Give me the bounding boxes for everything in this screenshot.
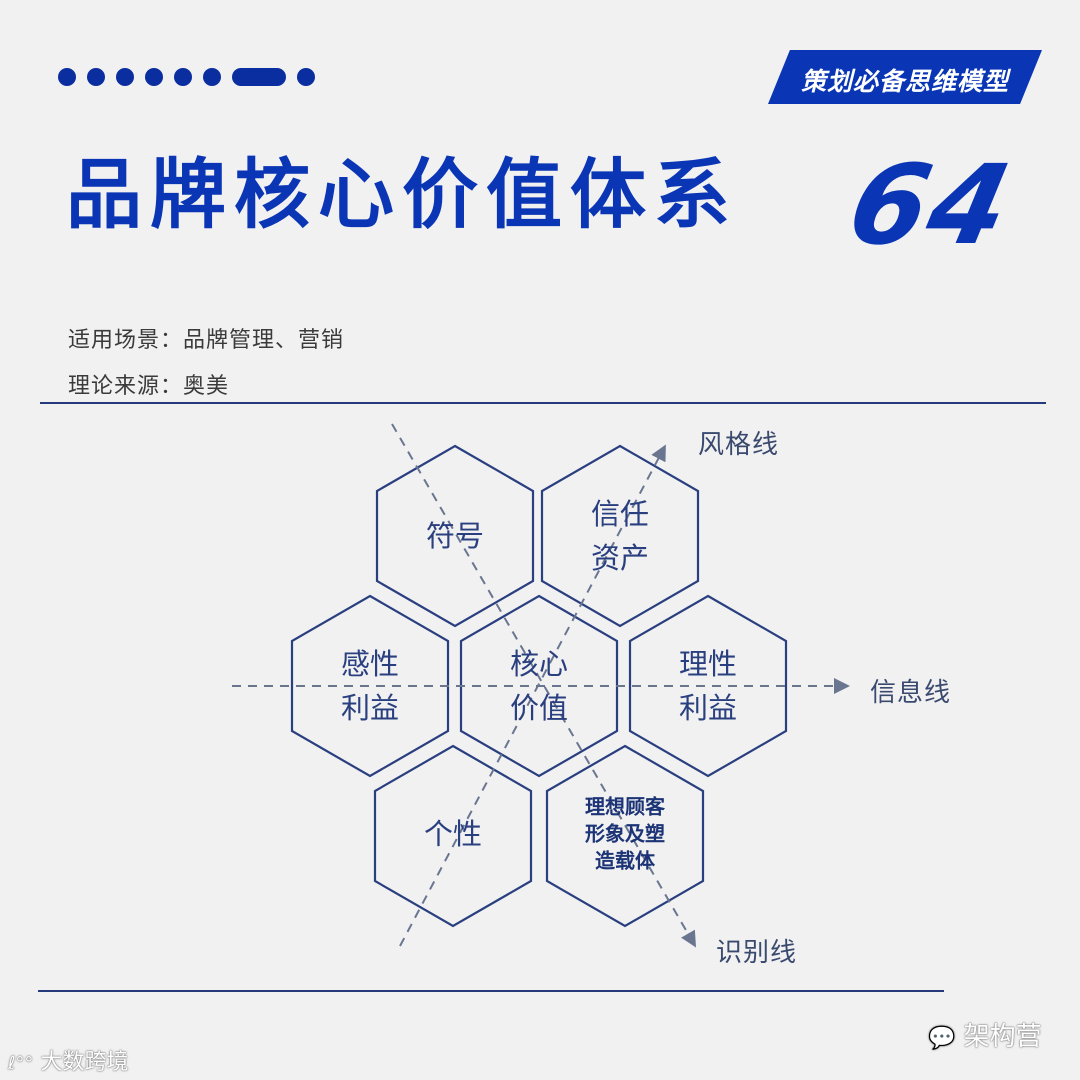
identity-line (391, 423, 697, 948)
hex-personality (373, 744, 533, 928)
wechat-icon: 💬 (928, 1026, 956, 1051)
dot-icon (174, 68, 192, 86)
dot-icon (297, 68, 315, 86)
axis-label-identity: 识别线 (716, 938, 798, 968)
dot-icon (145, 68, 163, 86)
hex-label-personality: 个性 (423, 817, 483, 851)
scenario-text: 适用场景：品牌管理、营销 (68, 328, 345, 353)
source-text: 理论来源：奥美 (68, 374, 230, 399)
bottom-divider (38, 990, 944, 992)
hex-core-value (459, 594, 619, 778)
badge-label: 策划必备思维模型 (800, 67, 1009, 96)
watermark-right-text: 架构营 (963, 1022, 1042, 1052)
watermark-left: ℓ°° 大数跨境 (8, 1044, 128, 1076)
hex-symbol (375, 444, 535, 628)
pill-icon (232, 68, 286, 86)
hex-label-symbol: 符号 (425, 519, 485, 553)
hex-label-rational-benefit: 理性 利益 (678, 647, 738, 725)
axis-label-info: 信息线 (870, 678, 952, 708)
style-line (399, 444, 666, 947)
badge-background (768, 50, 1042, 104)
page-title: 品牌核心价值体系 (66, 150, 738, 239)
hex-emotional-benefit (290, 594, 450, 778)
brand-logo-icon: ℓ°° (8, 1053, 34, 1074)
dot-icon (58, 68, 76, 86)
dot-icon (116, 68, 134, 86)
hex-ideal-customer (545, 744, 705, 928)
series-badge: 策划必备思维模型 (768, 50, 1042, 104)
watermark-right: 💬 架构营 (928, 1016, 1042, 1053)
hex-label-emotional-benefit: 感性 利益 (340, 647, 400, 725)
axis-label-style: 风格线 (698, 430, 780, 460)
hex-label-core-value: 核心 价值 (509, 647, 569, 725)
hex-label-trust-asset: 信任 资产 (590, 497, 650, 575)
hex-trust-asset (540, 444, 700, 628)
dot-icon (87, 68, 105, 86)
top-divider (40, 402, 1046, 404)
hex-rational-benefit (628, 594, 788, 778)
dot-icon (203, 68, 221, 86)
hex-label-ideal-customer: 理想顾客 形象及塑 造载体 (585, 794, 665, 873)
watermark-left-text: 大数跨境 (40, 1050, 129, 1075)
